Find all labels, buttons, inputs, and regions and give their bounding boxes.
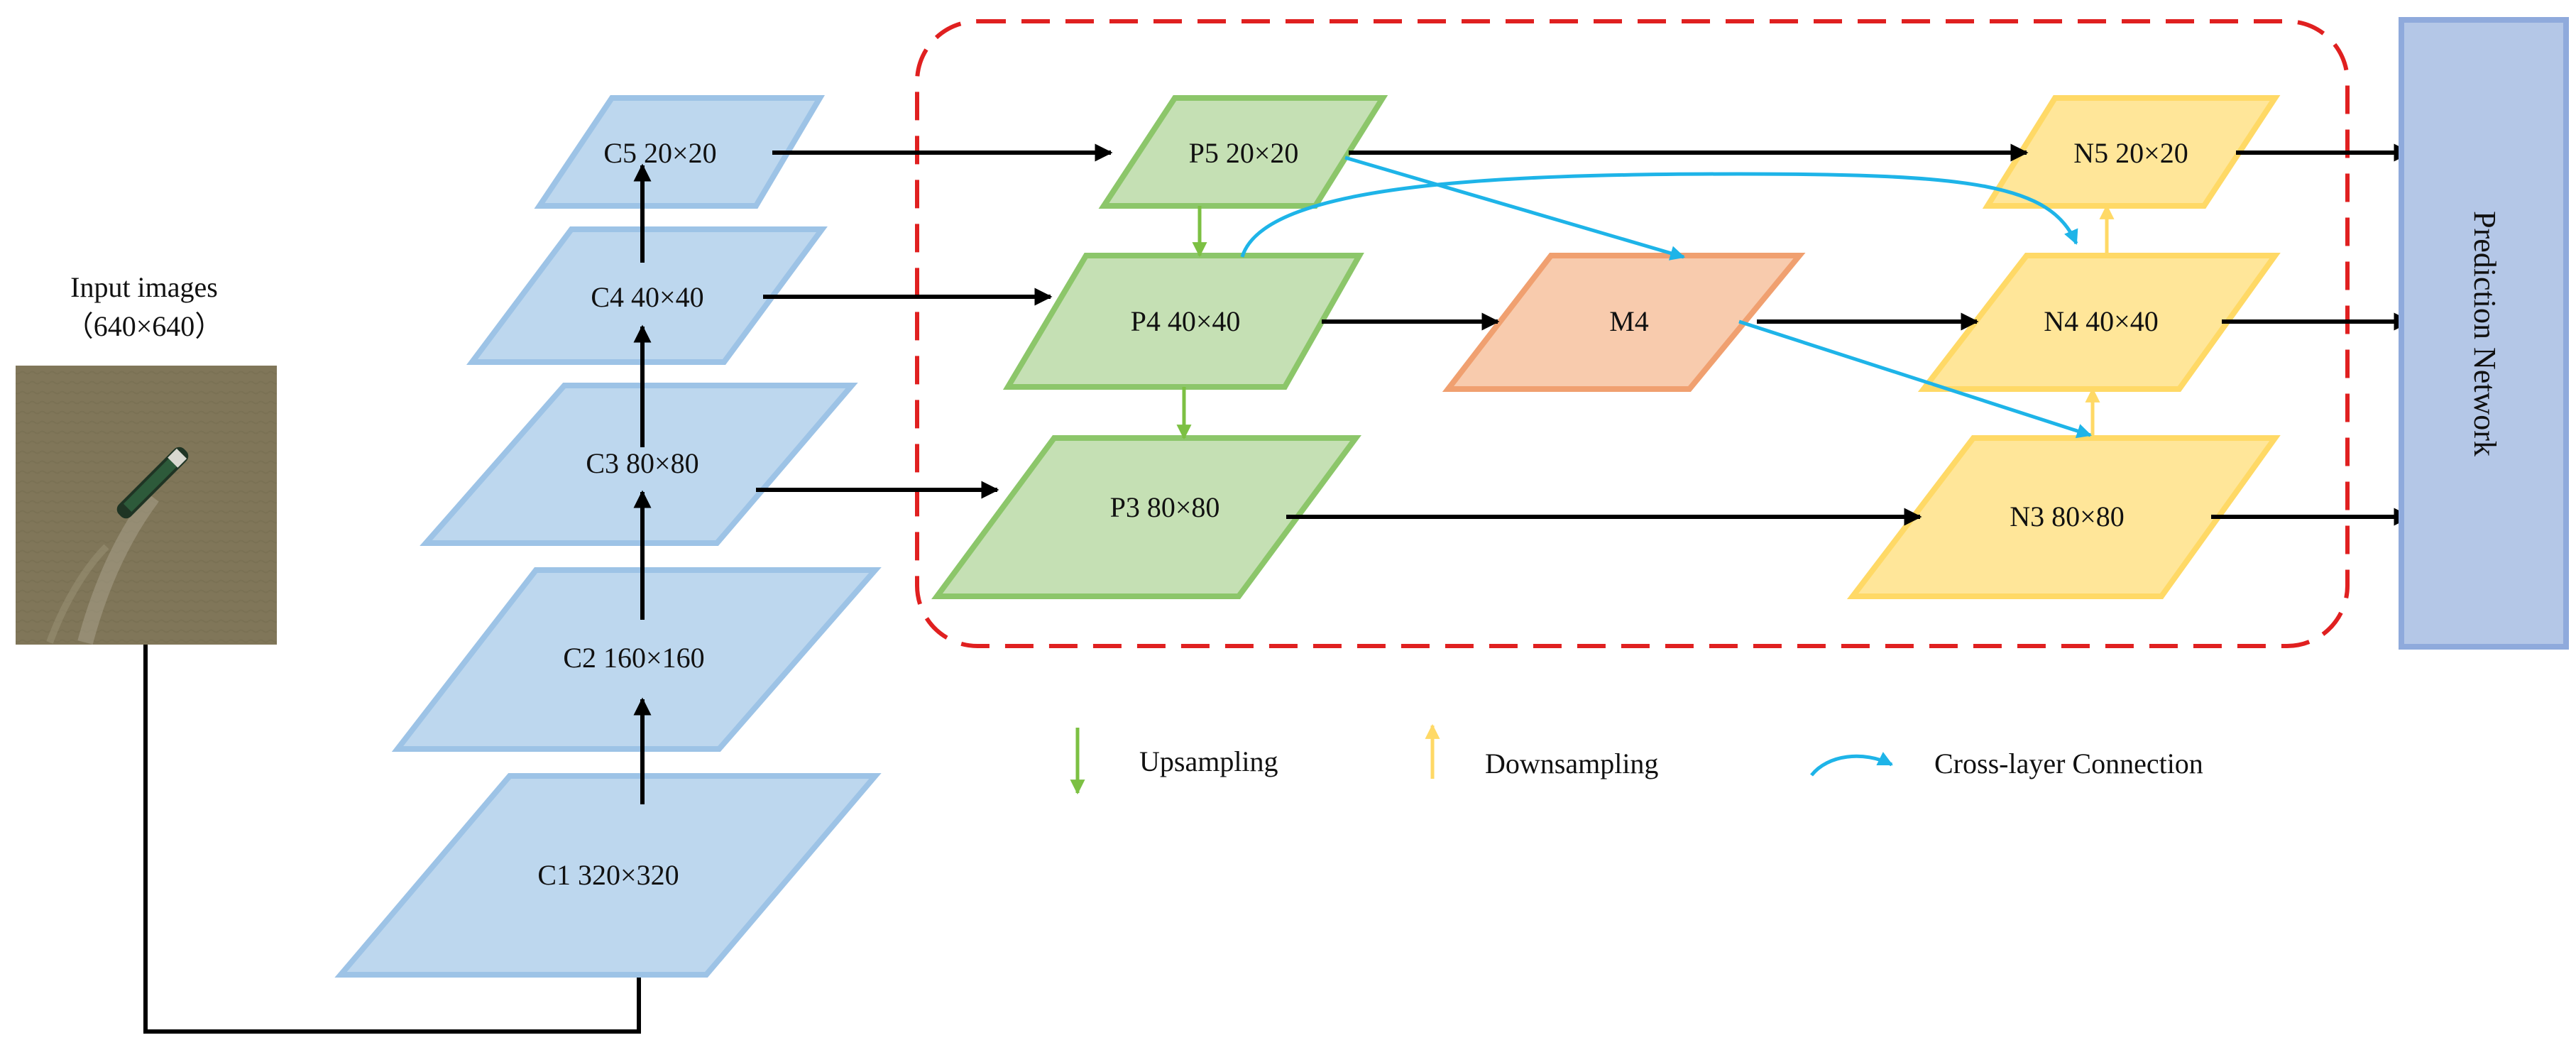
- prediction-network-block: [2399, 17, 2569, 650]
- legend: Upsampling Downsampling Cross-layer Conn…: [1070, 723, 2203, 795]
- backbone-label-c3: C3 80×80: [586, 447, 698, 479]
- top-down-path: P5 20×20 P4 40×40 P3 80×80: [931, 95, 1388, 599]
- p5-label: P5 20×20: [1189, 137, 1299, 169]
- legend-downsampling-label: Downsampling: [1485, 748, 1658, 779]
- n3-block: [1846, 435, 2281, 599]
- m4-label: M4: [1609, 305, 1649, 337]
- p5-to-m4-cross-arrow: [1344, 155, 1686, 261]
- n5-block: [1982, 95, 2281, 209]
- p3-label: P3 80×80: [1110, 491, 1220, 523]
- backbone-block-c3: [420, 383, 858, 546]
- cross-layer-legend-icon: [1810, 752, 1893, 777]
- n5-label: N5 20×20: [2073, 137, 2188, 169]
- legend-upsampling-label: Upsampling: [1139, 745, 1278, 777]
- backbone-block-c5: [534, 95, 826, 209]
- m4-to-n3-cross-arrow: [1738, 319, 2092, 439]
- n3-label: N3 80×80: [2010, 500, 2124, 532]
- ship-icon: [116, 447, 189, 519]
- legend-cross-layer-label: Cross-layer Connection: [1934, 748, 2203, 779]
- input-size: （640×640）: [65, 310, 224, 342]
- backbone-label-c4: C4 40×40: [591, 281, 703, 313]
- p4-label: P4 40×40: [1131, 305, 1241, 337]
- input-title: Input images: [70, 271, 218, 303]
- input-to-c1-arrow: [143, 645, 648, 1034]
- prediction-network-label: Prediction Network: [2467, 211, 2502, 456]
- n4-block: [1917, 253, 2281, 392]
- backbone-label-c1: C1 320×320: [537, 859, 679, 891]
- backbone-label-c5: C5 20×20: [603, 137, 716, 169]
- p4-block: [1002, 253, 1364, 390]
- backbone-block-c4: [466, 226, 828, 365]
- backbone-block-c2: [391, 567, 882, 752]
- input-image: [16, 366, 277, 645]
- m4-block: [1442, 253, 1806, 392]
- p4-to-n4-cross-arrow: [1240, 172, 2078, 258]
- n4-label: N4 40×40: [2044, 305, 2158, 337]
- neck-region-box: [915, 19, 2350, 648]
- bottom-up-path: N5 20×20 N4 40×40 N3 80×80: [1846, 95, 2281, 599]
- backbone-block-c1: [334, 773, 882, 978]
- backbone-label-c2: C2 160×160: [563, 642, 704, 674]
- backbone: C1 320×320 C2 160×160 C3 80×80 C4 40×40 …: [334, 95, 882, 978]
- p3-block: [931, 435, 1361, 599]
